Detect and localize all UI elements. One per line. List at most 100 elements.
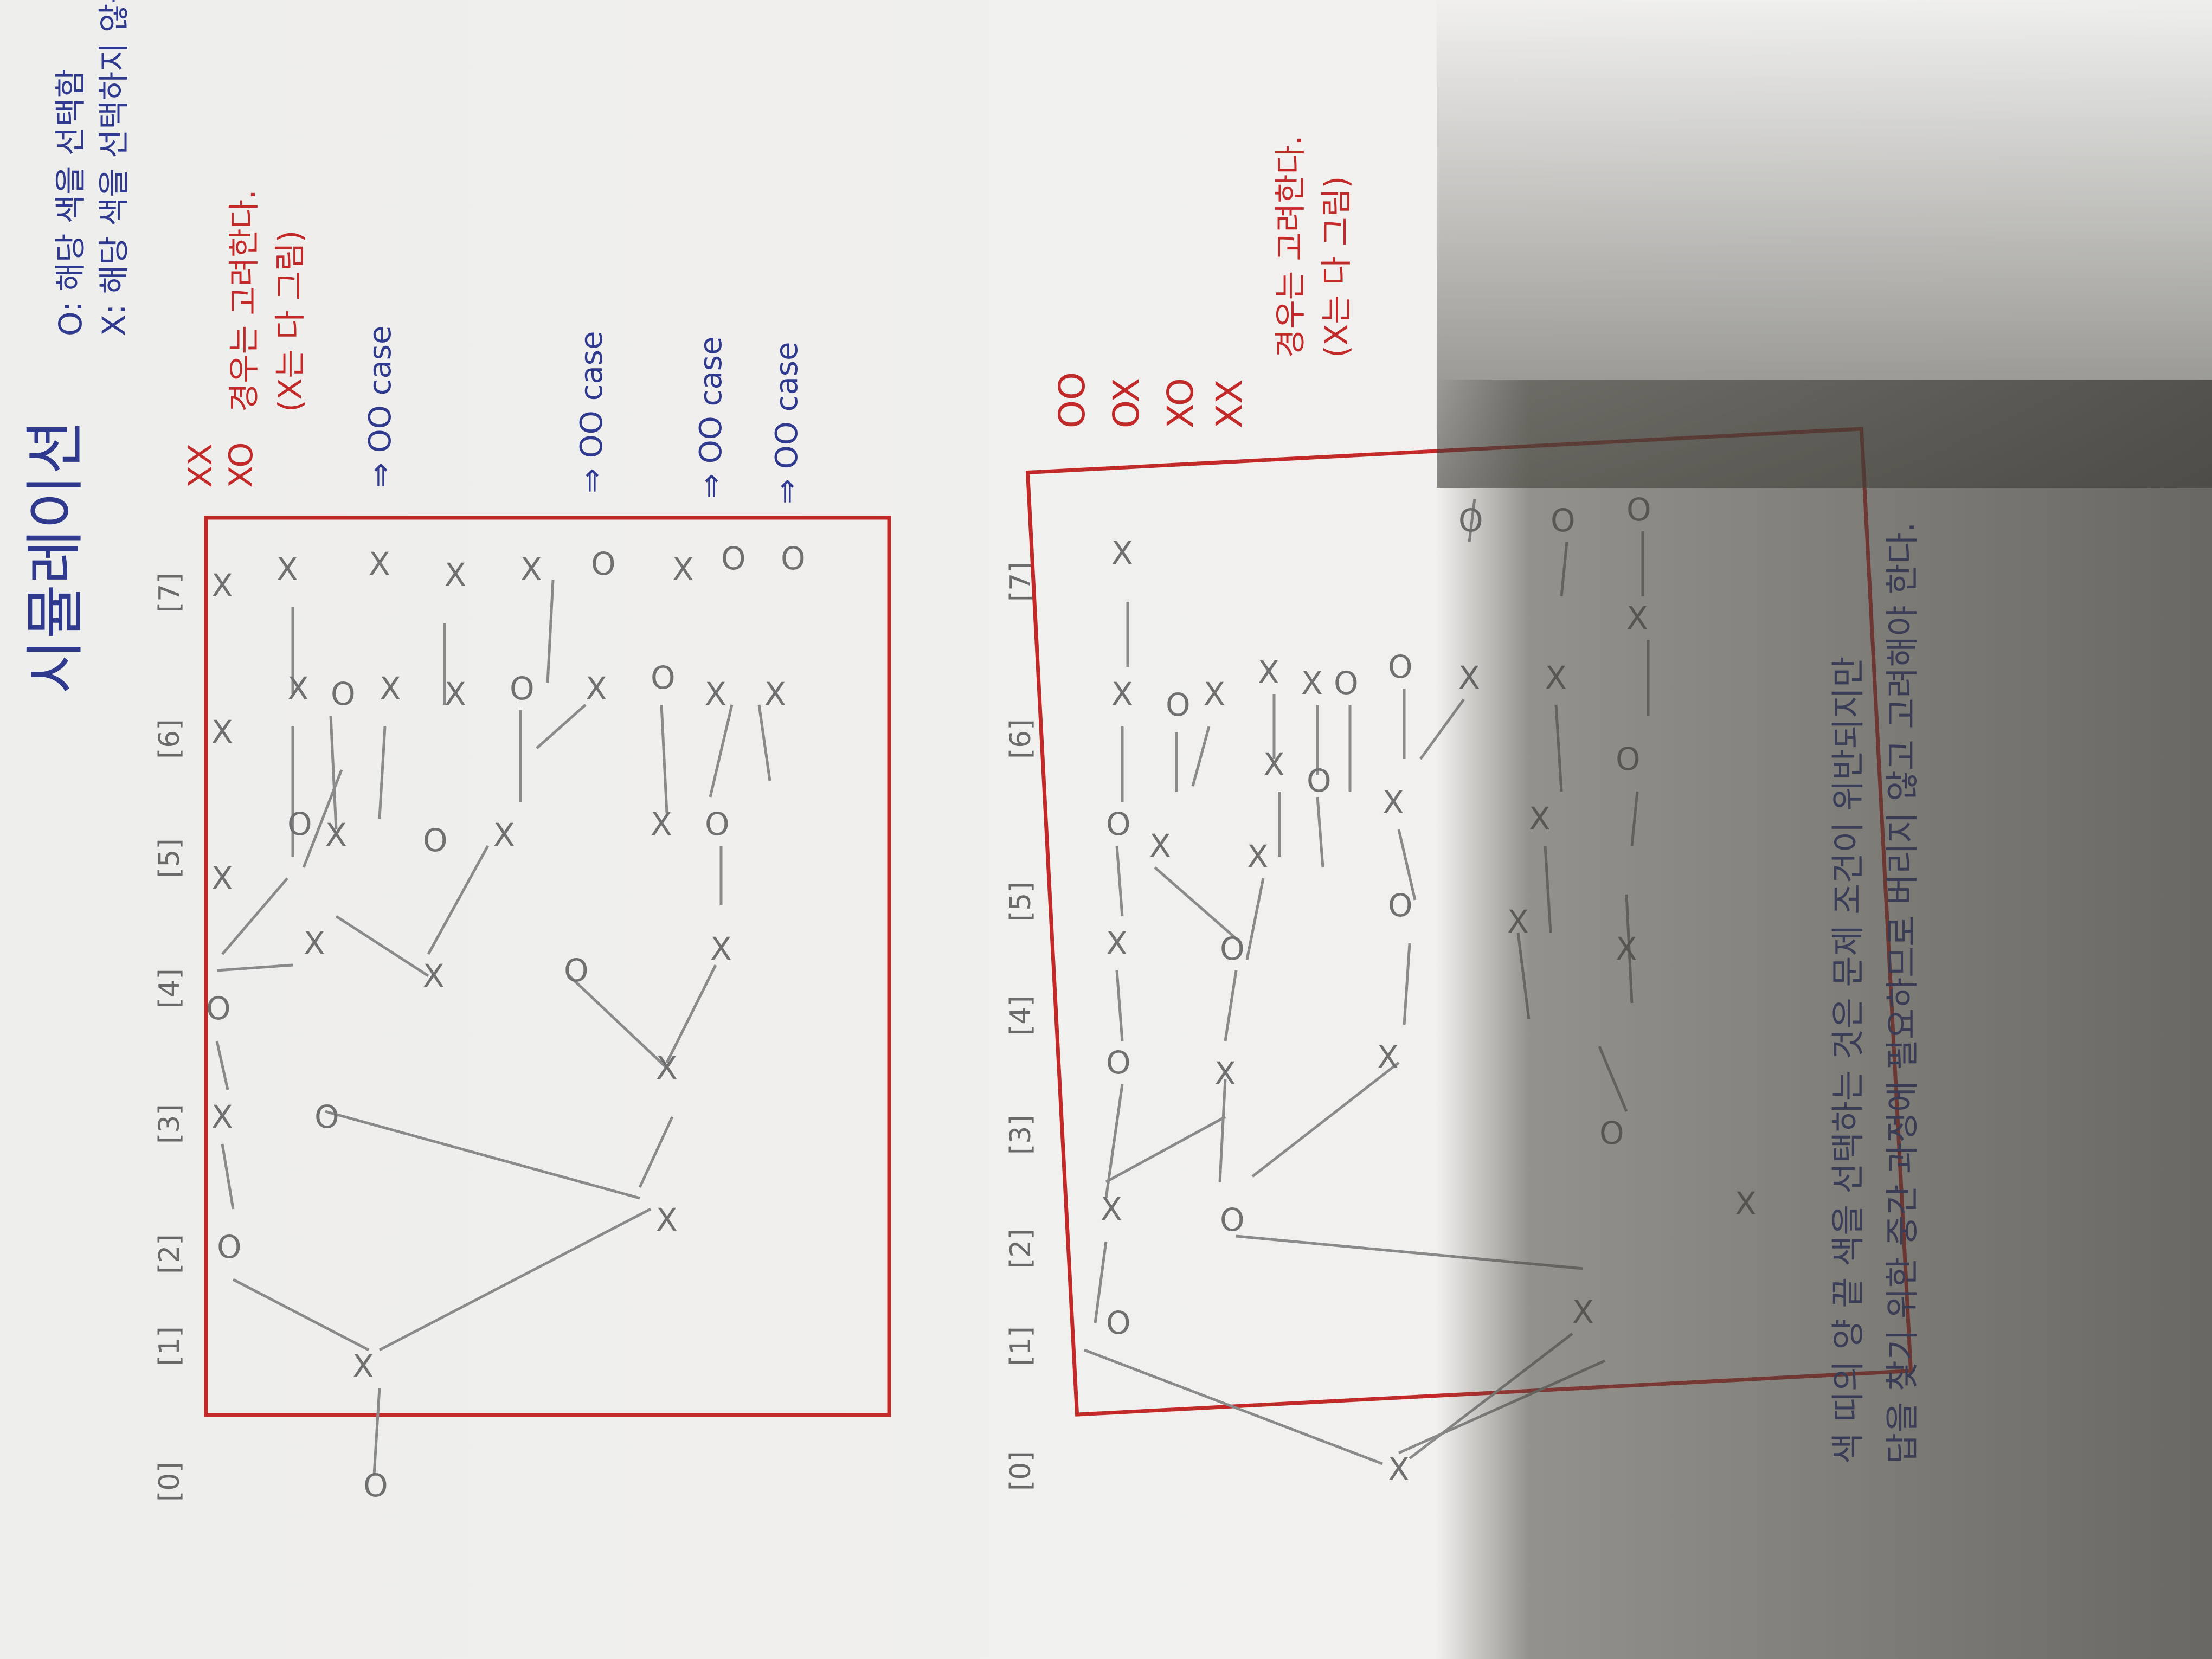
tree1-box bbox=[204, 516, 891, 1417]
index-label: [0] bbox=[1005, 1451, 1037, 1491]
svg-text:O: O bbox=[1106, 806, 1131, 843]
index-label: [6] bbox=[153, 719, 186, 759]
svg-text:X: X bbox=[1735, 1185, 1757, 1222]
svg-text:X: X bbox=[586, 670, 607, 707]
index-label: [6] bbox=[1005, 719, 1037, 759]
svg-text:X: X bbox=[1149, 827, 1171, 864]
svg-text:O: O bbox=[1388, 887, 1413, 924]
index-label: [4] bbox=[1005, 995, 1037, 1036]
svg-text:O: O bbox=[1551, 502, 1576, 539]
svg-text:O: O bbox=[1599, 1115, 1624, 1152]
svg-text:X: X bbox=[211, 1098, 233, 1135]
index-label: [1] bbox=[153, 1326, 186, 1366]
svg-text:O: O bbox=[1334, 665, 1359, 702]
legend: O: 해당 색을 선택함 X: 해당 색을 선택하지 않음 bbox=[52, 0, 132, 336]
svg-text:X: X bbox=[325, 816, 347, 853]
svg-text:X: X bbox=[656, 1201, 678, 1238]
svg-text:X: X bbox=[369, 545, 390, 582]
svg-text:X: X bbox=[445, 556, 466, 593]
svg-text:O: O bbox=[1166, 686, 1191, 723]
svg-text:X: X bbox=[493, 816, 515, 853]
tree1-pairs: XX XO bbox=[182, 442, 260, 488]
tree1-case-labels: ⇒ OO case ⇒ OO case ⇒ OO case ⇒ OO case bbox=[363, 326, 805, 504]
footer-line: 답을 찾기 위한 중간 과정에 필요하므로 버리지 않고 고려해야 한다. bbox=[1882, 522, 1922, 1464]
index-label: [4] bbox=[153, 968, 186, 1008]
tree1-branches bbox=[215, 580, 771, 1475]
svg-text:X: X bbox=[1214, 1055, 1236, 1092]
svg-text:X: X bbox=[1377, 1039, 1399, 1076]
tree2-branches bbox=[1084, 498, 1650, 1465]
svg-text:O: O bbox=[721, 540, 746, 577]
index-labels-top: [0] [1] [2] [3] [4] [5] [6] [7] bbox=[153, 573, 186, 1502]
svg-text:X: X bbox=[1106, 925, 1128, 962]
svg-text:O: O bbox=[1106, 1304, 1131, 1341]
index-label: [3] bbox=[1005, 1115, 1037, 1155]
index-label: [1] bbox=[1005, 1326, 1037, 1366]
index-label: [2] bbox=[1005, 1229, 1037, 1269]
footer-line: 색 띠의 양 끝 색을 선택하는 것은 문제 조건이 위반되지만 bbox=[1828, 657, 1868, 1464]
svg-text:O: O bbox=[651, 659, 676, 696]
svg-text:X: X bbox=[1458, 659, 1480, 696]
svg-text:X: X bbox=[1388, 1451, 1410, 1488]
svg-text:X: X bbox=[710, 930, 732, 967]
svg-text:O: O bbox=[1458, 502, 1483, 539]
svg-text:X: X bbox=[656, 1050, 678, 1086]
svg-text:X: X bbox=[1626, 600, 1648, 636]
pair-label: OX bbox=[1105, 378, 1147, 428]
tree1-note: 경우는 고려한다. (X는 다 그림) bbox=[226, 190, 308, 412]
svg-text:O: O bbox=[206, 990, 231, 1027]
svg-text:X: X bbox=[764, 676, 786, 712]
svg-text:X: X bbox=[1111, 535, 1133, 571]
svg-text:O: O bbox=[217, 1229, 242, 1265]
svg-text:O: O bbox=[510, 670, 535, 707]
title-group: 시뮬레이션 bbox=[21, 420, 90, 694]
index-label: [0] bbox=[153, 1462, 186, 1502]
svg-text:O: O bbox=[1106, 1044, 1131, 1081]
note-line: (X는 다 그림) bbox=[272, 230, 308, 412]
svg-text:O: O bbox=[1616, 741, 1641, 777]
svg-text:O: O bbox=[1388, 648, 1413, 685]
page-title: 시뮬레이션 bbox=[21, 420, 90, 694]
svg-text:X: X bbox=[1301, 665, 1323, 702]
svg-text:O: O bbox=[1307, 762, 1332, 799]
svg-text:X: X bbox=[423, 957, 445, 994]
svg-text:O: O bbox=[1220, 1201, 1245, 1238]
svg-text:X: X bbox=[651, 806, 672, 843]
svg-text:X: X bbox=[1111, 676, 1133, 712]
svg-text:X: X bbox=[1507, 903, 1529, 940]
svg-text:X: X bbox=[304, 925, 325, 962]
svg-text:X: X bbox=[1382, 784, 1404, 821]
legend-x: X: 해당 색을 선택하지 않음 bbox=[95, 0, 132, 336]
pair-label: XX bbox=[182, 443, 220, 488]
svg-text:X: X bbox=[352, 1348, 374, 1385]
svg-text:O: O bbox=[1220, 930, 1245, 967]
index-label: [5] bbox=[153, 838, 186, 878]
note-line: 경우는 고려한다. bbox=[226, 190, 262, 412]
svg-text:X: X bbox=[211, 860, 233, 897]
pair-label: XO bbox=[1160, 378, 1201, 428]
pair-label: XO bbox=[222, 442, 260, 488]
svg-text:X: X bbox=[1572, 1294, 1594, 1330]
svg-text:X: X bbox=[1258, 654, 1279, 691]
svg-text:O: O bbox=[591, 545, 616, 582]
index-label: [7] bbox=[153, 573, 186, 613]
tree2-box bbox=[1025, 427, 1913, 1417]
case-label: ⇒ OO case bbox=[363, 326, 398, 488]
svg-text:O: O bbox=[287, 806, 312, 843]
case-label: ⇒ OO case bbox=[769, 342, 805, 504]
tree2-pairs: OO OX XO XX bbox=[1051, 372, 1250, 428]
tree2-nodes: X O X O X O X X O X O X O X X X X O X O … bbox=[1101, 491, 1757, 1488]
pair-label: OO bbox=[1051, 372, 1093, 428]
svg-text:O: O bbox=[331, 676, 356, 712]
index-label: [3] bbox=[153, 1104, 186, 1144]
svg-text:X: X bbox=[1247, 838, 1269, 875]
case-label: ⇒ OO case bbox=[693, 337, 729, 499]
svg-text:O: O bbox=[1626, 491, 1651, 528]
svg-text:X: X bbox=[1204, 676, 1225, 712]
svg-text:O: O bbox=[705, 806, 730, 843]
case-label: ⇒ OO case bbox=[574, 331, 609, 493]
index-label: [5] bbox=[1005, 882, 1037, 922]
svg-text:X: X bbox=[211, 713, 233, 750]
index-labels-bottom: [0] [1] [2] [3] [4] [5] [6] [7] bbox=[1005, 562, 1037, 1491]
svg-text:O: O bbox=[564, 952, 589, 989]
